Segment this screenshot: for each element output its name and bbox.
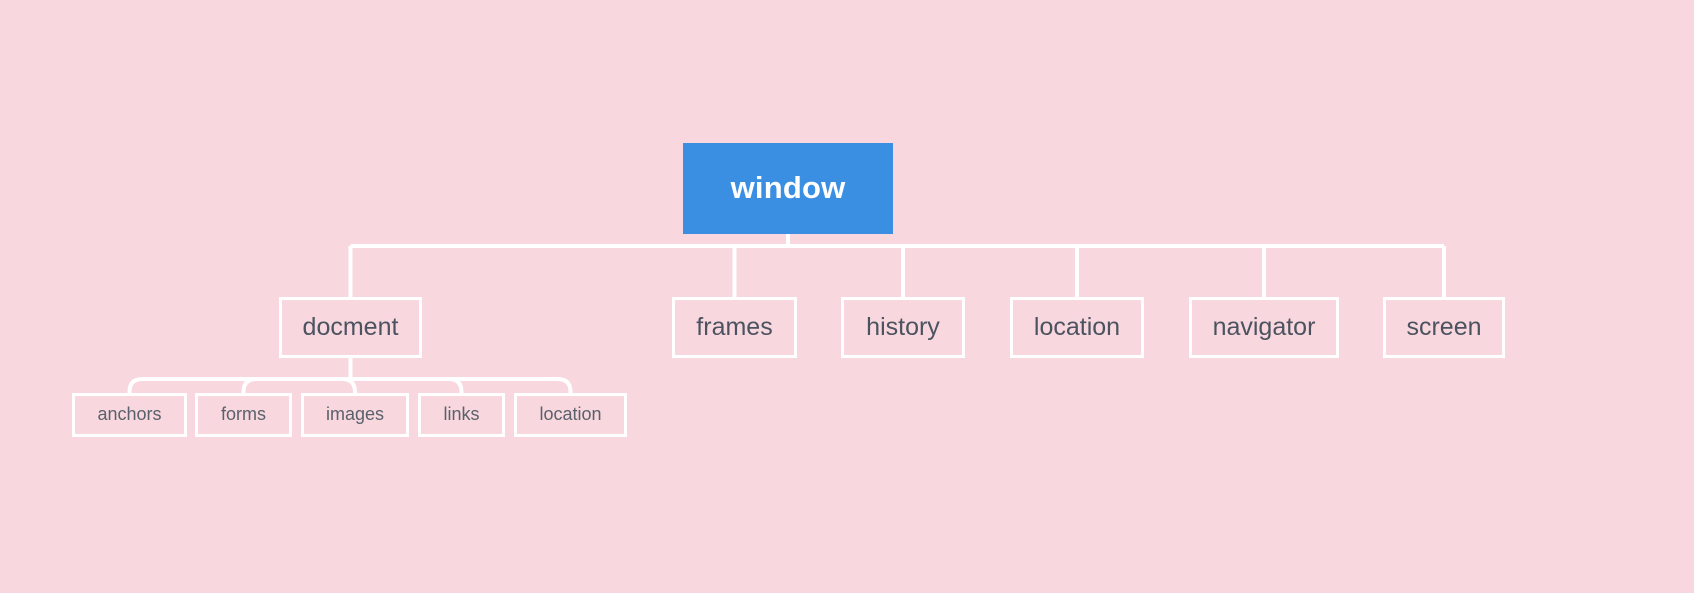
node-label: forms [221, 404, 266, 425]
node-location[interactable]: location [514, 393, 627, 437]
node-label: docment [302, 312, 399, 341]
node-history[interactable]: history [841, 297, 965, 358]
node-window[interactable]: window [683, 143, 893, 234]
node-forms[interactable]: forms [195, 393, 292, 437]
node-label: history [866, 312, 940, 341]
node-docment[interactable]: docment [279, 297, 422, 358]
node-label: screen [1406, 312, 1482, 341]
node-window-label: window [730, 170, 846, 206]
node-frames[interactable]: frames [672, 297, 797, 358]
node-label: navigator [1212, 312, 1316, 341]
node-label: location [1033, 312, 1121, 341]
node-label: location [539, 404, 602, 425]
node-location[interactable]: location [1010, 297, 1144, 358]
node-images[interactable]: images [301, 393, 409, 437]
node-anchors[interactable]: anchors [72, 393, 187, 437]
edge-drop-images [341, 377, 357, 393]
edge-drop-location [350, 377, 573, 393]
edge-drop-forms [241, 377, 351, 393]
edge-drop-links [350, 377, 464, 393]
edge-drop-anchors [127, 377, 351, 393]
node-label: images [325, 404, 385, 425]
node-label: links [443, 404, 480, 425]
node-links[interactable]: links [418, 393, 505, 437]
node-screen[interactable]: screen [1383, 297, 1505, 358]
node-label: anchors [97, 404, 162, 425]
node-navigator[interactable]: navigator [1189, 297, 1339, 358]
node-label: frames [696, 312, 773, 341]
